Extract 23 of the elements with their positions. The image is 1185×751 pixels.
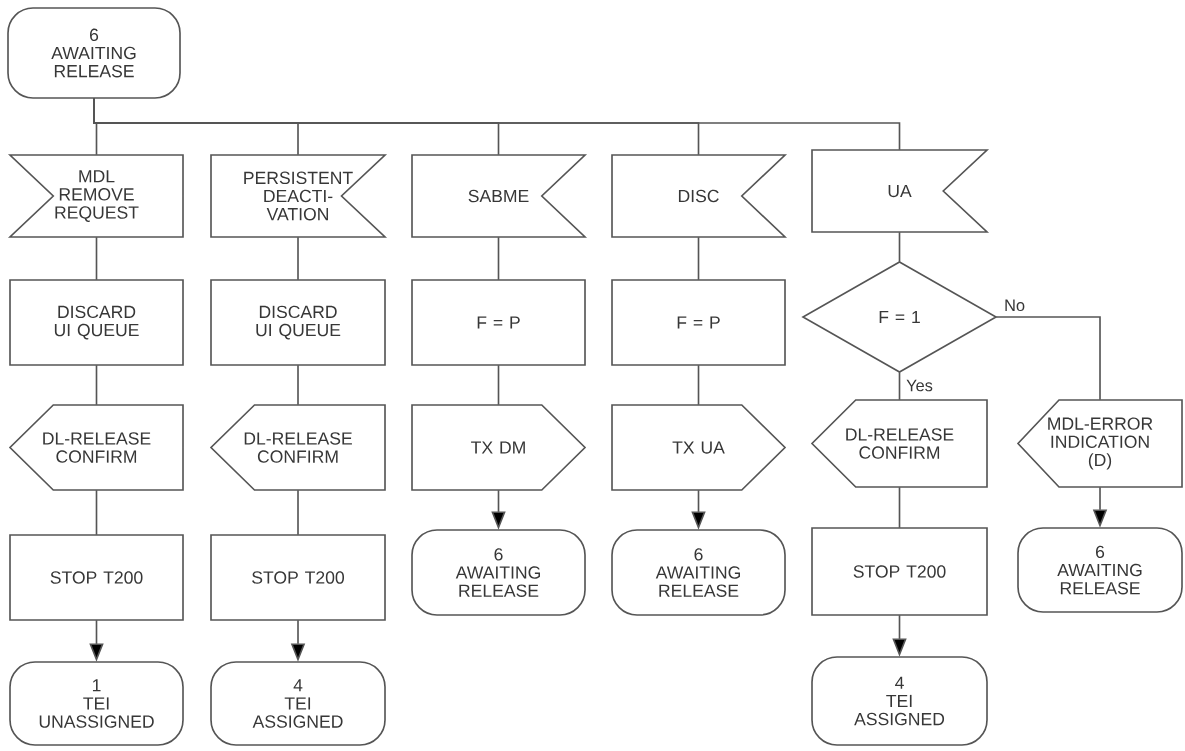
connector-line [697, 364, 700, 406]
connector-line [95, 489, 98, 536]
process-box: DISCARD UI QUEUE [210, 279, 386, 366]
connector-line [93, 97, 901, 151]
connector-line [497, 236, 500, 281]
connector-line [297, 236, 299, 281]
process-box: STOP T200 [210, 534, 386, 621]
process-box: STOP T200 [9, 534, 184, 621]
connector-line [297, 489, 299, 536]
connector-line [95, 236, 98, 281]
connector-line [697, 236, 700, 281]
connector-line [898, 231, 901, 263]
connector-line [898, 486, 901, 529]
connector-line [497, 364, 500, 406]
process-box: F = P [611, 279, 786, 366]
process-box: F = P [411, 279, 586, 366]
process-box: DISCARD UI QUEUE [9, 279, 184, 366]
connector-line [995, 316, 1101, 401]
connector-line [898, 371, 901, 401]
connector-line [95, 364, 98, 406]
process-box: STOP T200 [811, 527, 988, 616]
edge-label: No [1002, 298, 1027, 313]
connector-line [297, 364, 299, 406]
